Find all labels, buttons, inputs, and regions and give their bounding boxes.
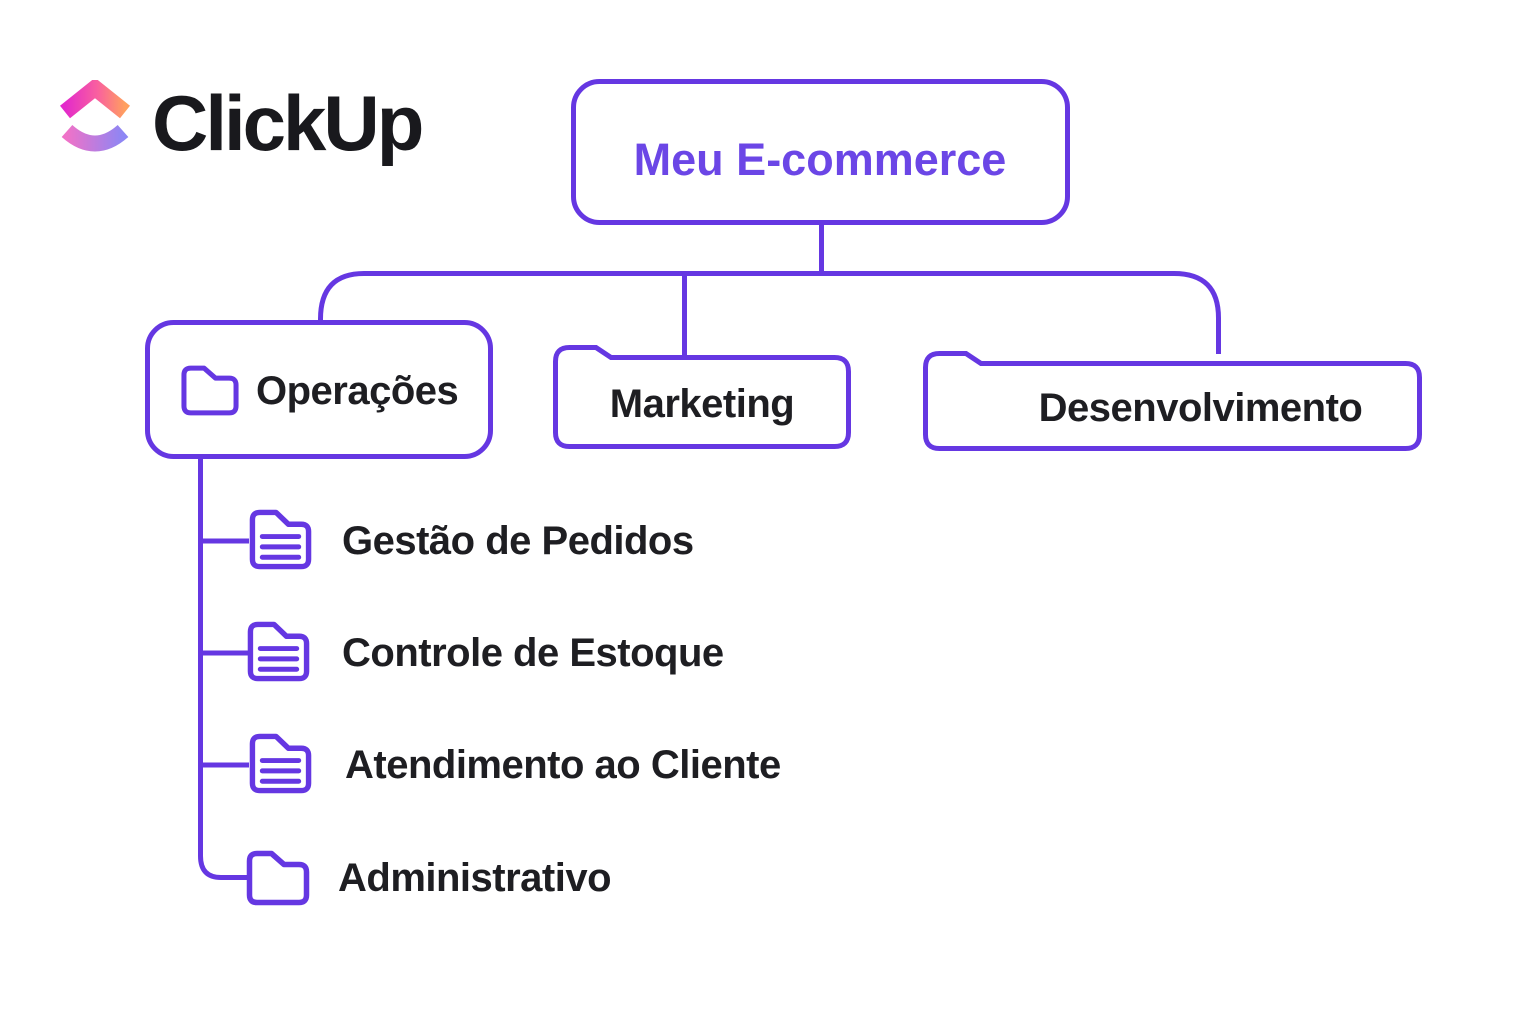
folder-icon	[178, 364, 242, 417]
node-desenvolvimento-outline	[923, 351, 1422, 451]
logo-chevron-shape	[60, 80, 130, 119]
node-label-marketing: Marketing	[609, 382, 795, 426]
node-root-outline	[571, 79, 1070, 225]
list-item-label: Controle de Estoque	[342, 631, 724, 675]
connector-main-bar	[318, 271, 1221, 354]
node-label-root: Meu E-commerce	[633, 134, 1007, 185]
node-operacoes-outline	[145, 320, 493, 459]
logo-smile-shape	[61, 124, 129, 152]
clickup-logo-icon	[60, 80, 130, 152]
clickup-logo: ClickUp	[60, 79, 424, 167]
folder-icon	[245, 849, 311, 907]
node-label-desenvolvimento: Desenvolvimento	[1038, 386, 1363, 430]
document-list-icon	[248, 507, 313, 572]
connector-operacoes-trunk	[198, 456, 247, 880]
document-list-icon	[248, 731, 313, 796]
node-label-operacoes: Operações	[256, 369, 459, 413]
node-marketing-outline	[553, 345, 851, 449]
document-list-icon	[246, 619, 311, 684]
list-item-label: Administrativo	[338, 856, 612, 900]
list-item-label: Gestão de Pedidos	[342, 519, 694, 563]
clickup-wordmark: ClickUp	[152, 79, 424, 167]
list-item-label: Atendimento ao Cliente	[345, 743, 781, 787]
